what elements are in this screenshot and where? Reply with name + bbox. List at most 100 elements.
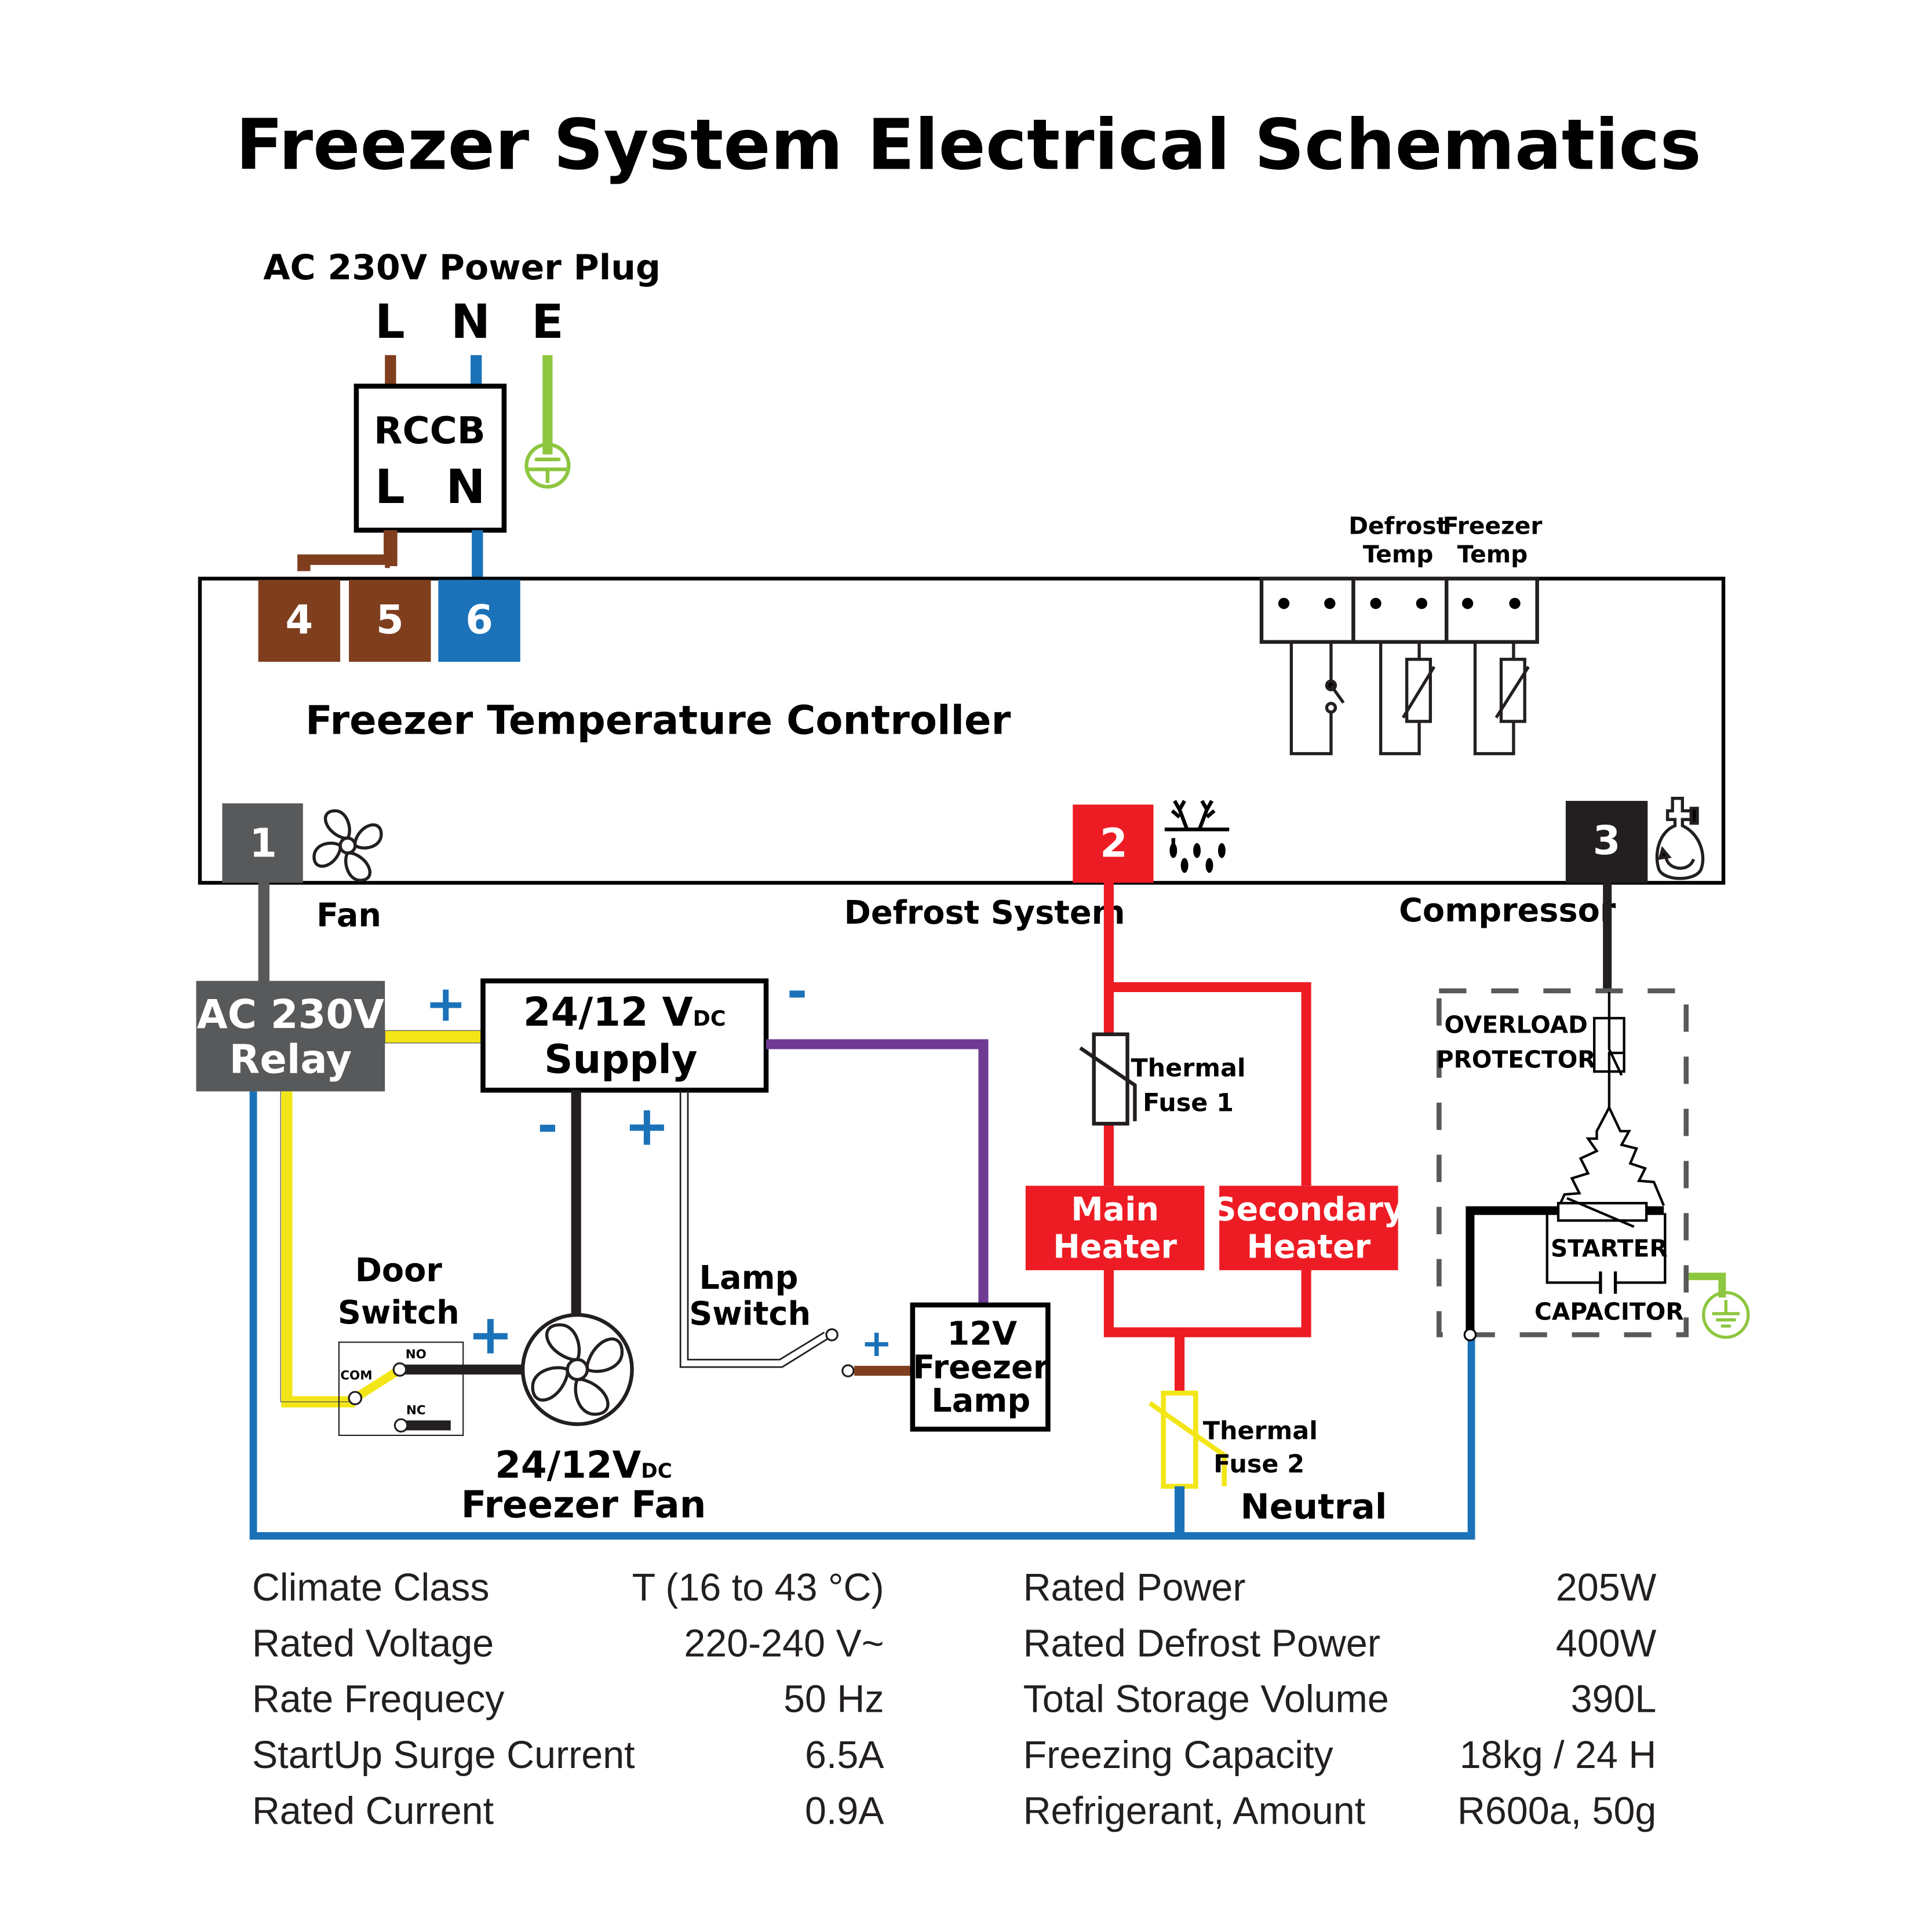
spec-row: Rate Frequecy 50 Hz — [252, 1678, 884, 1721]
wire-neutral-in — [471, 355, 482, 388]
spec-row: Freezing Capacity 18kg / 24 H — [1023, 1734, 1657, 1777]
defrost-icon — [1164, 800, 1230, 873]
controller-label: Freezer Temperature Controller — [305, 697, 1011, 743]
supply-minus-fan: - — [537, 1096, 558, 1154]
spec-label: Rate Frequecy — [252, 1678, 505, 1721]
door-switch-label-1: Door — [355, 1252, 443, 1289]
secondary-heater-label-2: Heater — [1246, 1229, 1370, 1266]
relay-box — [196, 980, 385, 1092]
earth-icon — [524, 442, 571, 489]
lamp-plus: + — [861, 1322, 892, 1365]
spec-row: Climate Class T (16 to 43 °C) — [252, 1566, 884, 1609]
spec-value: T (16 to 43 °C) — [632, 1566, 884, 1609]
freezer-thermistor-icon — [1473, 641, 1530, 756]
dc-supply-label-2: Supply — [544, 1036, 697, 1082]
thermal-fuse-1-icon — [1079, 1032, 1137, 1126]
defrost-output-label: Defrost System — [844, 894, 1125, 932]
door-switch-nc: NC — [406, 1404, 426, 1418]
specs-right: Rated Power 205W Rated Defrost Power 400… — [1023, 1566, 1657, 1833]
starter-label: STARTER — [1551, 1234, 1668, 1262]
starter-icon — [1556, 1197, 1648, 1228]
wire-lamp-switch-to-lamp — [854, 1365, 914, 1376]
spec-value: 6.5A — [805, 1734, 884, 1777]
wire-live-in — [385, 355, 396, 388]
defrost-circuit: Thermal Fuse 1 Main Heater Secondary Hea… — [1025, 883, 1404, 1536]
spec-value: 400W — [1556, 1622, 1657, 1665]
wire-supply-to-lamp — [766, 1039, 989, 1307]
door-switch-box — [338, 1342, 464, 1437]
spec-row: Rated Current 0.9A — [252, 1790, 884, 1833]
spec-label: Climate Class — [252, 1566, 490, 1609]
freezer-temp-label-1: Freezer — [1443, 512, 1543, 539]
wire-relay-to-door-switch — [281, 1091, 355, 1408]
spec-label: Rated Current — [252, 1790, 494, 1833]
secondary-heater-box — [1219, 1186, 1398, 1270]
lamp-switch-label-2: Switch — [689, 1295, 811, 1333]
door-sensor-switch-icon — [1289, 641, 1345, 756]
freezer-fan-label-1: 24/12VDC — [495, 1443, 672, 1487]
terminal-4 — [258, 579, 341, 662]
door-switch-label-2: Switch — [338, 1294, 460, 1332]
plug-pin-e: E — [531, 294, 564, 349]
spec-row: Rated Power 205W — [1023, 1566, 1657, 1609]
lamp-label-1: 12V — [947, 1315, 1018, 1353]
wire-neutral-to-6 — [472, 530, 483, 580]
main-heater-box — [1025, 1186, 1205, 1270]
wire-fan-gray — [258, 883, 269, 982]
supply-minus-out: - — [787, 963, 808, 1020]
freezer-fan-icon — [520, 1313, 634, 1426]
compressor-earth-icon — [1702, 1291, 1750, 1339]
freezer-fan-label-2: Freezer Fan — [461, 1483, 706, 1526]
spec-row: Rated Defrost Power 400W — [1023, 1622, 1657, 1665]
thermal-fuse-2-icon — [1148, 1390, 1227, 1489]
wire-earth — [542, 355, 553, 455]
dc-supply-sub: DC — [693, 1006, 726, 1031]
thermal-fuse-2-label-2: Fuse 2 — [1213, 1450, 1304, 1479]
spec-value: 220-240 V~ — [684, 1622, 884, 1665]
dc-supply-label-1: 24/12 VDC — [523, 989, 726, 1036]
supply-plus-fan: + — [624, 1095, 670, 1158]
wire-supply-to-fan — [571, 1090, 581, 1318]
spec-value: 18kg / 24 H — [1460, 1734, 1657, 1777]
door-switch-no: NO — [406, 1347, 427, 1362]
spec-row: Total Storage Volume 390L — [1023, 1678, 1657, 1721]
secondary-heater-label-1: Secondary — [1213, 1191, 1404, 1229]
plug-pin-n: N — [451, 294, 490, 349]
capacitor-label: CAPACITOR — [1534, 1298, 1684, 1326]
power-plug-label: AC 230V Power Plug — [263, 247, 661, 288]
freezer-fan-sub: DC — [641, 1460, 672, 1483]
wire-compressor-earth — [1689, 1273, 1726, 1298]
compressor-circuit: OVERLOAD PROTECTOR STARTER CAPACITOR — [1437, 883, 1750, 1342]
fan-icon — [312, 809, 383, 882]
spec-label: Rated Voltage — [252, 1622, 494, 1665]
specs-left: Climate Class T (16 to 43 °C) Rated Volt… — [252, 1566, 884, 1833]
spec-label: Total Storage Volume — [1023, 1678, 1389, 1721]
spec-value: 205W — [1556, 1566, 1657, 1609]
spec-value: 390L — [1571, 1678, 1657, 1721]
door-switch-com: COM — [340, 1369, 372, 1383]
lamp-box — [910, 1302, 1051, 1432]
wire-neutral-bus — [249, 1091, 1475, 1540]
motor-winding-icon — [1557, 1107, 1665, 1209]
power-plug: AC 230V Power Plug L N E — [263, 247, 661, 349]
compressor-icon — [1655, 797, 1705, 880]
terminal-6 — [438, 579, 520, 662]
terminal-6-label: 6 — [465, 597, 493, 643]
overload-protector-icon — [1593, 991, 1625, 1108]
terminal-5-label: 5 — [376, 597, 404, 643]
spec-label: Freezing Capacity — [1023, 1734, 1334, 1777]
lamp-label-3: Lamp — [931, 1382, 1030, 1420]
terminal-2-label: 2 — [1100, 820, 1128, 866]
rccb-label: RCCB — [374, 409, 486, 453]
overload-label-2: PROTECTOR — [1437, 1046, 1596, 1074]
defrost-thermistor-icon — [1379, 641, 1436, 756]
relay-label-1: AC 230V — [197, 991, 384, 1038]
page-title: Freezer System Electrical Schematics — [236, 105, 1701, 185]
door-switch-lever — [352, 1366, 402, 1402]
main-heater-label-2: Heater — [1053, 1229, 1177, 1266]
rccb-box: RCCB L N — [353, 384, 507, 533]
terminal-1-label: 1 — [249, 820, 277, 866]
spec-label: Rated Power — [1023, 1566, 1246, 1609]
spec-label: Refrigerant, Amount — [1023, 1790, 1366, 1833]
defrost-temp-label-2: Temp — [1363, 541, 1434, 568]
